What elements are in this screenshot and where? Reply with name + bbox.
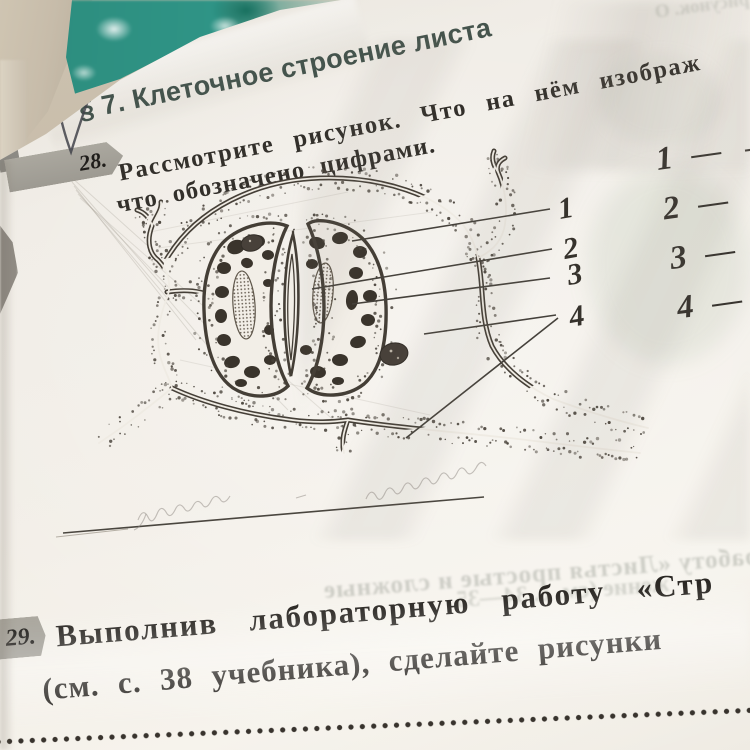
showthrough-blob [600, 55, 720, 145]
stomatal-slit [283, 228, 300, 377]
photo-corner-shadow [430, 0, 750, 170]
left-edge-shadow [0, 160, 14, 750]
guard-cell-nucleus-left [232, 270, 256, 340]
photo-shadow-bands [300, 40, 750, 540]
chloroplasts-left [215, 234, 276, 387]
task28-number: 28. [76, 145, 109, 176]
